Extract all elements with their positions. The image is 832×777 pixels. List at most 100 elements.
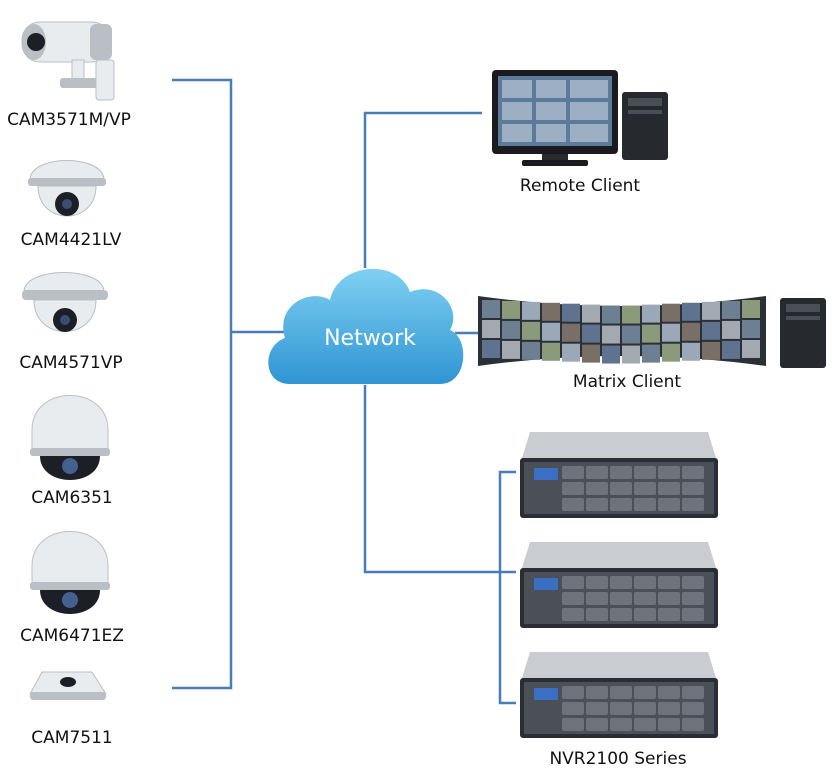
drive-bay <box>658 576 680 589</box>
drive-bay <box>682 466 704 479</box>
video-wall-tile <box>662 343 680 362</box>
drive-bay <box>562 498 584 511</box>
drive-bay <box>658 592 680 605</box>
network-label: Network <box>324 326 416 351</box>
video-wall-tile <box>522 341 540 360</box>
drive-bay <box>658 686 680 699</box>
dome-camera-icon <box>28 160 106 217</box>
drive-bay <box>634 718 656 731</box>
video-wall-tile <box>682 342 700 361</box>
drive-bay <box>682 482 704 495</box>
rack-server-icon <box>520 542 718 628</box>
video-wall-icon <box>478 296 826 368</box>
drive-bay <box>562 592 584 605</box>
video-wall-tile <box>602 305 620 324</box>
video-wall-tile <box>722 300 740 319</box>
drive-bay <box>610 702 632 715</box>
video-wall-tile <box>542 342 560 361</box>
drive-bay <box>682 608 704 621</box>
camera-label-cam4571vp: CAM4571VP <box>19 353 123 373</box>
drive-bay <box>562 686 584 699</box>
drive-bay <box>682 498 704 511</box>
video-wall-tile <box>702 341 720 360</box>
drive-bay <box>682 592 704 605</box>
drive-bay <box>562 466 584 479</box>
drive-bay <box>586 498 608 511</box>
video-wall-tile <box>482 320 500 338</box>
video-wall-tile <box>522 301 540 320</box>
speed-dome-camera-icon <box>30 395 110 480</box>
nvr-bracket-line <box>498 470 516 705</box>
video-wall-tile <box>582 324 600 343</box>
video-wall-tile <box>662 323 680 342</box>
drive-bay <box>658 608 680 621</box>
camera-label-cam7511: CAM7511 <box>31 728 113 748</box>
video-wall-tile <box>682 322 700 341</box>
drive-bay <box>634 686 656 699</box>
video-wall-tile <box>742 300 760 318</box>
video-wall-tile <box>622 325 640 344</box>
video-wall-tile <box>542 302 560 321</box>
drive-bay <box>634 576 656 589</box>
bullet-camera-icon <box>21 21 115 101</box>
video-wall-tile <box>522 321 540 340</box>
matrix-client-label: Matrix Client <box>572 372 682 392</box>
drive-bay <box>682 702 704 715</box>
video-wall-tile <box>742 320 760 338</box>
video-wall-tile <box>702 301 720 320</box>
video-wall-tile <box>642 344 660 363</box>
video-wall-tile <box>602 345 620 364</box>
drive-bay <box>658 466 680 479</box>
drive-bay <box>586 576 608 589</box>
camera-label-cam4421lv: CAM4421LV <box>20 230 122 250</box>
drive-bay <box>610 718 632 731</box>
rack-server-icon <box>520 652 718 738</box>
video-wall-tile <box>662 303 680 322</box>
drive-bay <box>586 592 608 605</box>
video-wall-tile <box>702 321 720 340</box>
drive-bay <box>682 718 704 731</box>
video-wall-tile <box>502 300 520 319</box>
nvr-series-label: NVR2100 Series <box>549 749 687 769</box>
video-wall-tile <box>722 320 740 339</box>
drive-bay <box>610 592 632 605</box>
video-wall-tile <box>622 345 640 364</box>
drive-bay <box>586 718 608 731</box>
drive-bay <box>682 576 704 589</box>
drive-bay <box>610 466 632 479</box>
fisheye-camera-icon <box>29 671 107 700</box>
rack-server-icon <box>520 432 718 518</box>
drive-bay <box>610 576 632 589</box>
drive-bay <box>658 482 680 495</box>
camera-label-cam3571m-vp: CAM3571M/VP <box>7 110 131 130</box>
camera-label-cam6471ez: CAM6471EZ <box>20 626 124 646</box>
video-wall-tile <box>482 300 500 318</box>
camera-bus-line <box>172 78 233 690</box>
drive-bay <box>562 718 584 731</box>
drive-bay <box>610 482 632 495</box>
video-wall-tile <box>642 324 660 343</box>
video-wall-tile <box>602 325 620 344</box>
drive-bay <box>634 592 656 605</box>
video-wall-tile <box>562 323 580 342</box>
video-wall-tile <box>642 304 660 323</box>
drive-bay <box>658 498 680 511</box>
drive-bay <box>610 686 632 699</box>
drive-bay <box>634 482 656 495</box>
video-wall-tile <box>542 322 560 341</box>
drive-bay <box>634 608 656 621</box>
drive-bay <box>586 466 608 479</box>
video-wall-tile <box>582 344 600 363</box>
drive-bay <box>562 702 584 715</box>
network-cloud-icon <box>268 268 464 384</box>
video-wall-tile <box>622 305 640 324</box>
speed-dome-camera-icon <box>30 531 110 614</box>
drive-bay <box>562 608 584 621</box>
drive-bay <box>586 702 608 715</box>
drive-bay <box>658 718 680 731</box>
video-wall-tile <box>502 340 520 359</box>
remote-client-label: Remote Client <box>519 176 641 196</box>
drive-bay <box>634 466 656 479</box>
cloud-to-nvr-line <box>363 385 500 574</box>
